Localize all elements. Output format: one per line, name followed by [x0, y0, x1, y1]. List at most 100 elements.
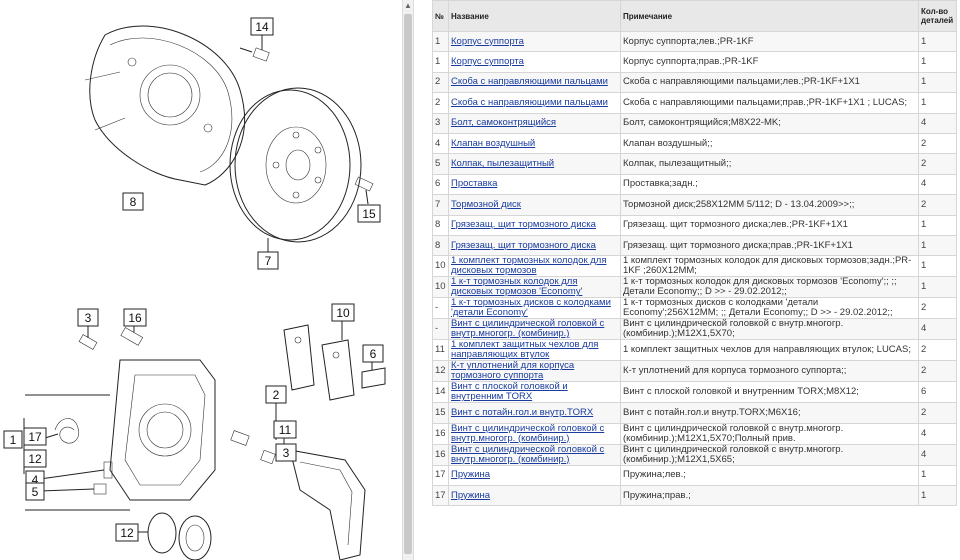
callout-3-lower[interactable]: 3: [275, 443, 297, 462]
part-name-cell: 1 комплект защитных чехлов для направляю…: [448, 339, 621, 362]
row-number: 12: [432, 360, 449, 383]
callout-14[interactable]: 14: [250, 17, 274, 36]
part-quantity: 1: [918, 234, 957, 257]
part-quantity: 1: [918, 214, 957, 236]
part-name-link[interactable]: Корпус суппорта: [451, 56, 524, 68]
part-name-link[interactable]: Клапан воздушный: [451, 137, 536, 149]
row-number: 16: [432, 422, 449, 445]
part-name-cell: 1 комплект тормозных колодок для дисковы…: [448, 255, 621, 278]
dust-shield-drawing: [84, 25, 245, 186]
row-number: 7: [432, 194, 449, 216]
callout-7[interactable]: 7: [257, 251, 279, 270]
svg-text:11: 11: [279, 423, 292, 437]
part-name-link[interactable]: Винт с цилиндрической головкой с внутр.м…: [451, 318, 605, 340]
part-name-link[interactable]: Пружина: [451, 469, 491, 481]
svg-text:10: 10: [336, 306, 350, 320]
svg-text:2: 2: [273, 388, 280, 402]
part-name-cell: Пружина: [448, 485, 621, 507]
part-note: Тормозной диск;258X12MM 5/112; D - 13.04…: [620, 194, 919, 216]
part-name-link[interactable]: Тормозной диск: [451, 198, 521, 210]
part-name-link[interactable]: Винт с плоской головкой и внутренним TOR…: [451, 381, 568, 403]
callout-1[interactable]: 1: [3, 430, 23, 449]
part-quantity: 4: [918, 112, 957, 134]
part-name-link[interactable]: 1 комплект защитных чехлов для направляю…: [451, 339, 599, 361]
part-name-link[interactable]: Болт, самоконтрящийся: [451, 117, 557, 129]
part-name-cell: Корпус суппорта: [448, 30, 621, 53]
row-number: 1: [432, 51, 449, 73]
part-name-link[interactable]: Винт с цилиндрической головкой с внутр.м…: [451, 423, 605, 444]
part-name-link[interactable]: Скоба с направляющими пальцами: [451, 96, 608, 108]
callout-11[interactable]: 11: [273, 420, 297, 439]
svg-text:7: 7: [265, 254, 272, 268]
callout-15[interactable]: 15: [357, 204, 381, 223]
row-number: 10: [432, 276, 449, 299]
callout-17[interactable]: 17: [23, 427, 47, 446]
part-name-cell: Пружина: [448, 464, 621, 487]
part-name-link[interactable]: Пружина: [451, 489, 491, 501]
row-number: 15: [432, 402, 449, 424]
part-note: 1 к-т тормозных колодок для дисковых тор…: [620, 276, 919, 299]
table-row: -Винт с цилиндрической головкой с внутр.…: [432, 318, 957, 341]
part-name-cell: Винт с цилиндрической головкой с внутр.м…: [448, 422, 621, 445]
part-name-link[interactable]: Скоба с направляющими пальцами: [451, 76, 608, 88]
part-quantity: 1: [918, 30, 957, 53]
parts-diagram-panel: 14 8 15 7 3 16 10 6 2 11 1 17 12 3 4 5 1…: [0, 0, 402, 560]
part-name-link[interactable]: Колпак, пылезащитный: [451, 158, 555, 170]
part-name-cell: 1 к-т тормозных дисков с колодками 'дета…: [448, 297, 621, 320]
part-quantity: 2: [918, 402, 957, 424]
table-row: -1 к-т тормозных дисков с колодками 'дет…: [432, 297, 957, 320]
part-name-link[interactable]: 1 комплект тормозных колодок для дисковы…: [451, 255, 607, 277]
scroll-up-arrow-icon[interactable]: ▲: [404, 1, 412, 10]
table-row: 1 Корпус суппорта Корпус суппорта;лев.;PR-…: [432, 30, 957, 53]
callout-6[interactable]: 6: [362, 344, 384, 363]
callout-12-bottom[interactable]: 12: [115, 523, 139, 542]
part-name-link[interactable]: Проставка: [451, 178, 498, 190]
scrollbar-thumb[interactable]: [404, 14, 412, 554]
row-number: 2: [432, 92, 449, 114]
part-name-link[interactable]: Корпус суппорта: [451, 35, 524, 47]
part-name-link[interactable]: Винт с потайн.гол.и внутр.TORX: [451, 406, 594, 418]
part-note: Корпус суппорта;лев.;PR-1KF: [620, 30, 919, 53]
callout-8[interactable]: 8: [122, 192, 144, 211]
part-name-link[interactable]: 1 к-т тормозных дисков с колодками 'дета…: [451, 297, 611, 319]
brake-parts-diagram: 14 8 15 7 3 16 10 6 2 11 1 17 12 3 4 5 1…: [3, 17, 386, 560]
caliper-bracket-drawing: [230, 398, 366, 560]
svg-text:4: 4: [32, 473, 39, 487]
part-name-link[interactable]: Винт с цилиндрической головкой с внутр.м…: [451, 444, 605, 465]
part-note: Проставка;задн.;: [620, 173, 919, 196]
part-name-cell: Грязезащ. щит тормозного диска: [448, 214, 621, 236]
part-name-link[interactable]: Грязезащ. щит тормозного диска: [451, 219, 596, 231]
row-number: 11: [432, 339, 449, 362]
part-quantity: 6: [918, 381, 957, 404]
screw-15-drawing: [354, 176, 374, 205]
part-note: 1 к-т тормозных дисков с колодками 'дета…: [620, 297, 919, 320]
callout-16[interactable]: 16: [123, 308, 147, 327]
part-quantity: 1: [918, 255, 957, 278]
diagram-scrollbar[interactable]: ▲: [402, 0, 414, 560]
part-name-link[interactable]: К-т уплотнений для корпуса тормозного су…: [451, 360, 575, 382]
part-name-link[interactable]: Грязезащ. щит тормозного диска: [451, 239, 596, 251]
callout-3-upper[interactable]: 3: [77, 308, 99, 327]
svg-text:5: 5: [32, 485, 39, 499]
callout-10[interactable]: 10: [331, 303, 355, 322]
part-note: Клапан воздушный;;: [620, 132, 919, 155]
part-quantity: 1: [918, 485, 957, 507]
row-number: 2: [432, 71, 449, 94]
callout-5[interactable]: 5: [25, 482, 45, 501]
part-note: К-т уплотнений для корпуса тормозного су…: [620, 360, 919, 383]
part-note: 1 комплект тормозных колодок для дисковы…: [620, 255, 919, 278]
callout-2[interactable]: 2: [265, 385, 287, 404]
part-name-link[interactable]: 1 к-т тормозных колодок для дисковых тор…: [451, 276, 583, 298]
callout-12-left[interactable]: 12: [23, 449, 47, 468]
